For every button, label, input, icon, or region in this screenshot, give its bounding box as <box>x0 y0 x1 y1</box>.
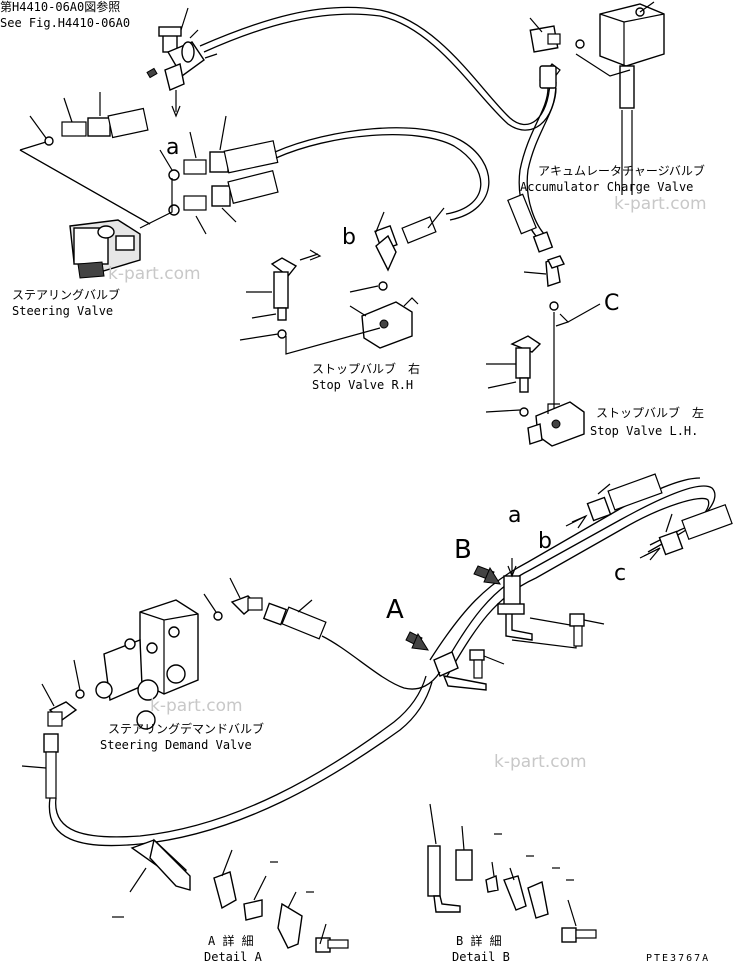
marker-a-upper: a <box>166 135 180 160</box>
accumulator-label-jp: アキュムレータチャージバルブ <box>538 164 705 178</box>
reference-label-jp: 第H4410-06A0図参照 <box>0 0 121 14</box>
detail-a-label-en: Detail A <box>204 950 262 964</box>
fitting-row-b <box>168 170 279 216</box>
marker-b-right: b <box>538 529 552 554</box>
stop-valve-rh-label-en: Stop Valve R.H <box>312 378 414 392</box>
reference-label-en: See Fig.H4410-06A0 <box>0 16 131 30</box>
accumulator-label-en: Accumulator Charge Valve <box>520 180 694 194</box>
detail-a-label-jp: A 詳 細 <box>208 934 254 948</box>
detail-b-drawing <box>427 845 597 943</box>
detail-b-label-en: Detail B <box>452 950 510 964</box>
watermark: k-part.com <box>108 264 201 284</box>
fitting-row-a <box>168 140 279 181</box>
marker-A: A <box>386 595 404 625</box>
marker-c-right: c <box>614 561 627 586</box>
bolt <box>569 613 585 647</box>
tee-fitting <box>146 26 205 91</box>
stop-valve-lh-label-en: Stop Valve L.H. <box>590 424 699 438</box>
detail-b-label-jp: B 詳 細 <box>456 934 502 948</box>
clamp-b <box>497 575 533 641</box>
watermark: k-part.com <box>614 194 707 214</box>
bolt-a <box>469 649 485 679</box>
steering-demand-label-jp: ステアリングデマンドバルブ <box>108 722 265 736</box>
clamp-a <box>433 651 487 691</box>
steering-demand-valve-drawing <box>95 599 199 730</box>
elbow-fitting-2 <box>230 595 263 615</box>
fitting-row-1 <box>44 107 149 146</box>
marker-a-right: a <box>508 503 522 528</box>
marker-c-upper: C <box>604 291 620 316</box>
stop-valve-lh-drawing <box>510 335 585 447</box>
drawing-number: PTE3767A <box>646 953 711 964</box>
steering-valve-drawing <box>69 219 141 279</box>
watermark: k-part.com <box>150 696 243 716</box>
steering-demand-label-en: Steering Demand Valve <box>100 738 252 752</box>
stop-valve-rh-label-jp: ストップバルブ 右 <box>312 362 421 376</box>
steering-valve-label-en: Steering Valve <box>12 304 114 318</box>
marker-B: B <box>454 535 472 565</box>
marker-b-upper: b <box>342 225 356 250</box>
stop-valve-lh-label-jp: ストップバルブ 左 <box>596 406 705 420</box>
stop-valve-rh-drawing <box>270 234 419 349</box>
watermark: k-part.com <box>494 752 587 772</box>
accumulator-valve-drawing <box>599 3 665 195</box>
detail-a-drawing <box>130 838 349 953</box>
elbow-fitting-3 <box>47 701 78 727</box>
steering-valve-label-jp: ステアリングバルブ <box>12 288 121 302</box>
elbow-fitting <box>529 25 561 53</box>
